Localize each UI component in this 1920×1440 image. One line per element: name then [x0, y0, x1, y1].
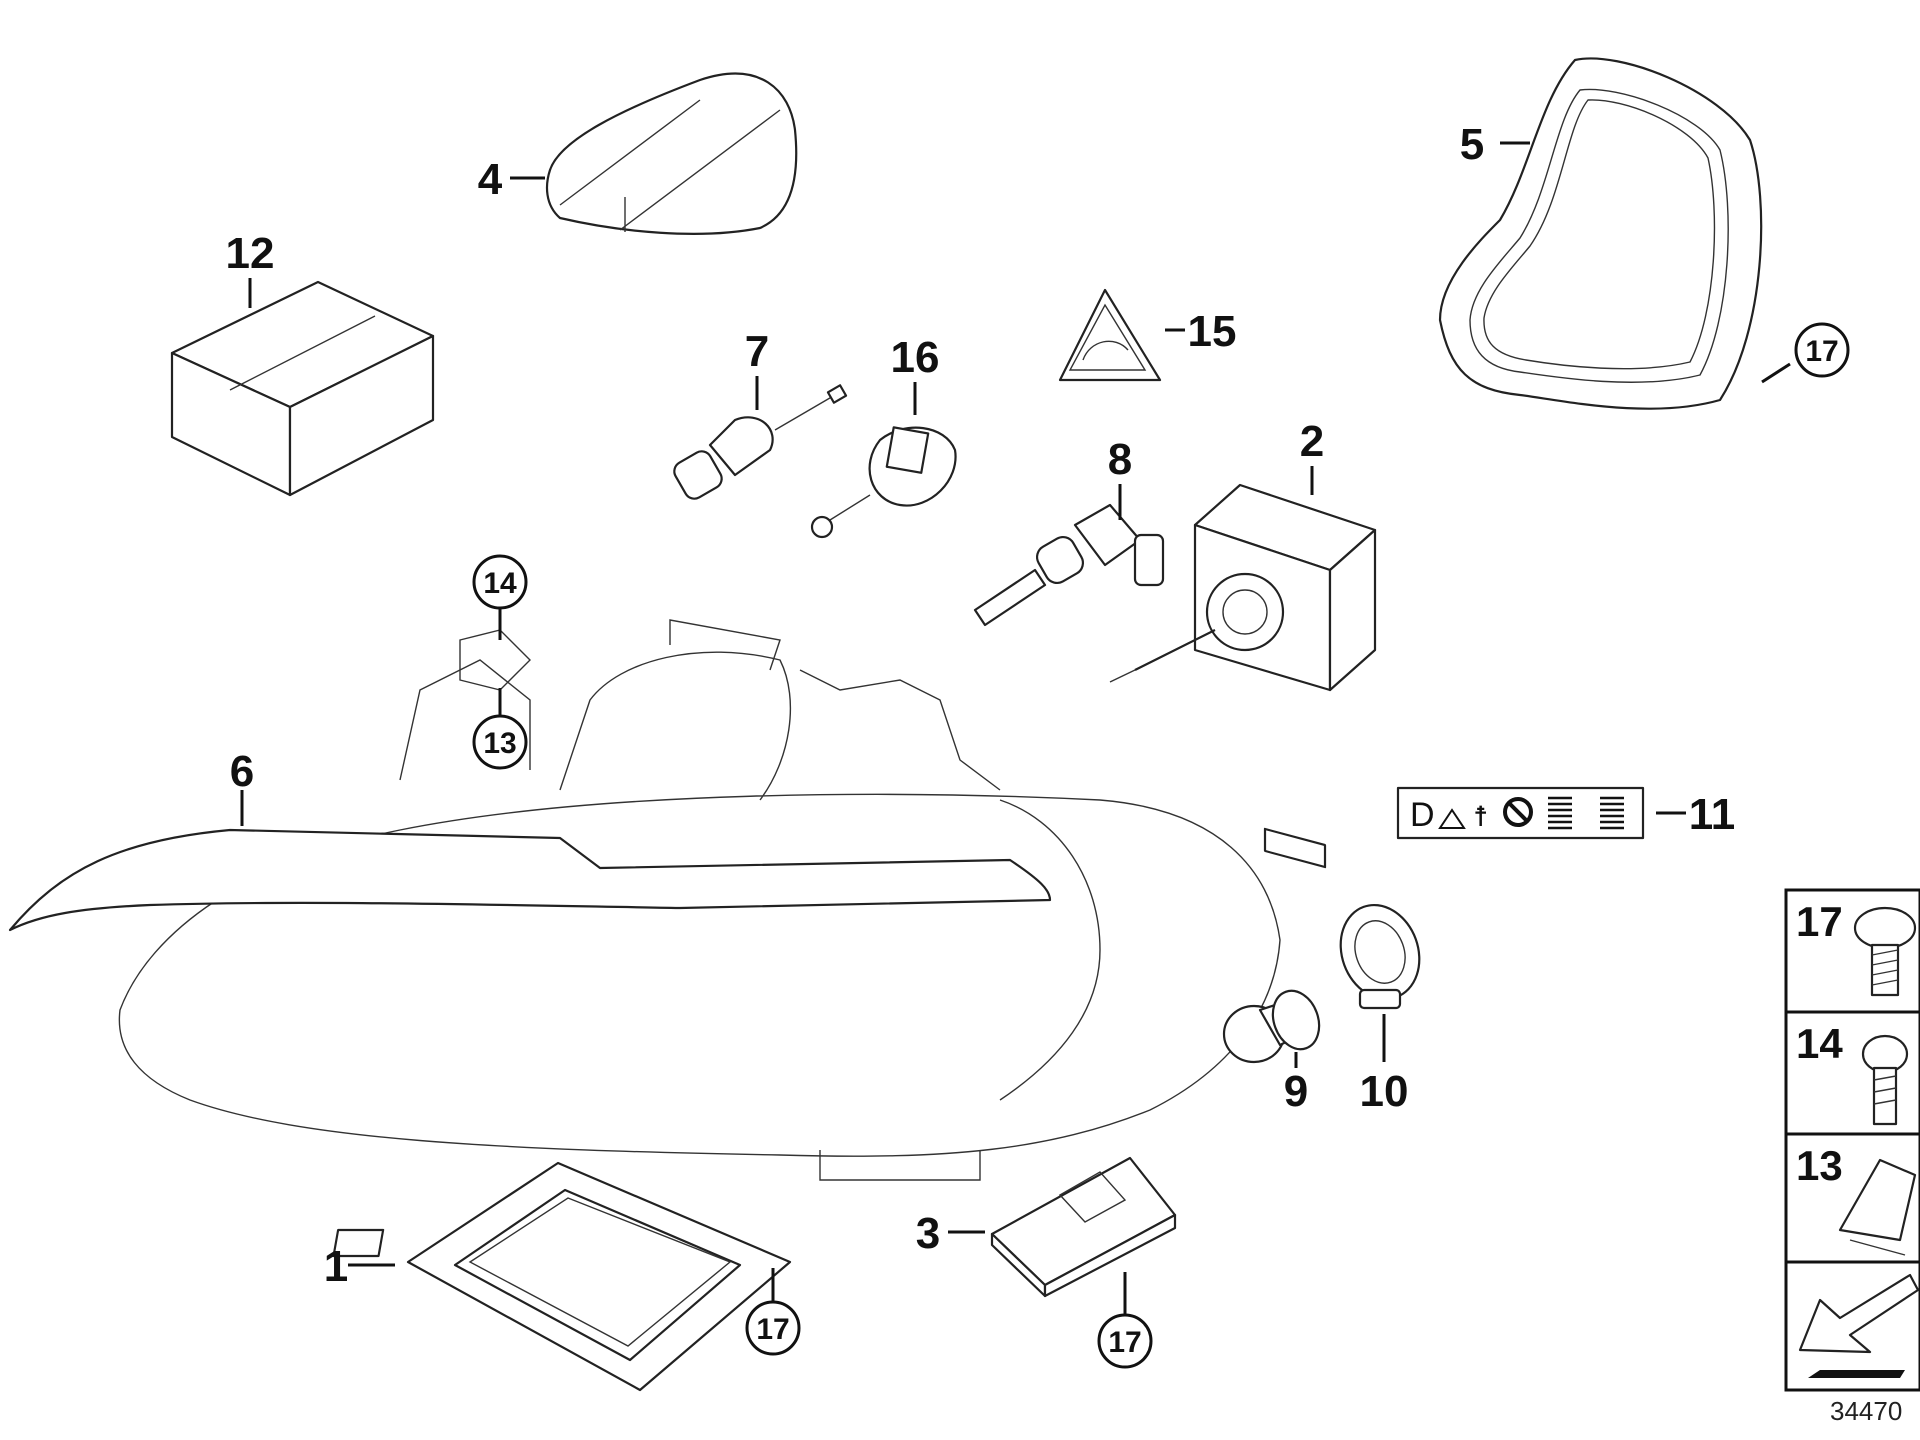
panel-label-17: 17 — [1796, 898, 1843, 945]
callout-11: 11 — [1689, 790, 1736, 839]
part-7-bulb: 7 — [673, 327, 848, 500]
part-1-control-unit: 1 17 — [324, 1161, 801, 1392]
part-15-warning-label: 15 — [1058, 288, 1237, 382]
callout-12: 12 — [226, 229, 275, 278]
screw-17-icon — [1853, 906, 1917, 997]
svg-text:D: D — [1410, 796, 1435, 834]
callout-17-gasket-group: 17 — [1794, 322, 1850, 378]
clip-nut-13-icon — [1838, 1158, 1917, 1256]
callout-4: 4 — [478, 155, 503, 204]
callout-7: 7 — [745, 327, 769, 376]
callout-17-part1: 17 — [756, 1313, 789, 1346]
screw-14-icon — [1861, 1034, 1909, 1126]
callout-1: 1 — [324, 1242, 348, 1291]
callout-9: 9 — [1284, 1067, 1308, 1116]
part-6-headlight: 6 — [8, 619, 1281, 1181]
part-3-module: 3 17 — [916, 1156, 1177, 1369]
diagram-id: 34470 — [1830, 1396, 1902, 1426]
part-10-bulb-socket: 10 — [1339, 903, 1421, 1116]
callout-5: 5 — [1460, 120, 1484, 169]
arrow-icon — [1798, 1273, 1920, 1378]
callout-13: 13 — [483, 727, 516, 760]
callout-17-gasket: 17 — [1805, 335, 1838, 368]
callout-8: 8 — [1108, 435, 1132, 484]
callout-3: 3 — [916, 1209, 940, 1258]
callout-17-part3: 17 — [1108, 1326, 1141, 1359]
part-2-igniter: 2 — [1109, 417, 1377, 869]
part-16-bulb-holder: 16 — [810, 333, 957, 539]
part-8-bulb: 8 — [973, 435, 1165, 627]
callout-15: 15 — [1188, 307, 1237, 356]
callout-6: 6 — [230, 747, 254, 796]
callout-13-group: 13 — [472, 688, 528, 770]
callout-16: 16 — [891, 333, 940, 382]
part-5-gasket: 5 — [1438, 57, 1791, 410]
svg-text:☨: ☨ — [1473, 800, 1488, 833]
part-4-cover: 4 — [478, 72, 798, 235]
panel-label-14: 14 — [1796, 1020, 1843, 1067]
callout-14: 14 — [483, 567, 517, 600]
fastener-panel: 17 14 13 — [1784, 888, 1920, 1392]
callout-10: 10 — [1360, 1067, 1409, 1116]
callout-14-group: 14 — [472, 554, 528, 640]
part-11-label-strip: D ☨ 11 — [1396, 786, 1736, 840]
part-12-box: 12 — [170, 229, 435, 497]
part-9-bulb: 9 — [1222, 989, 1321, 1116]
callout-2: 2 — [1300, 417, 1324, 466]
panel-label-13: 13 — [1796, 1142, 1843, 1189]
